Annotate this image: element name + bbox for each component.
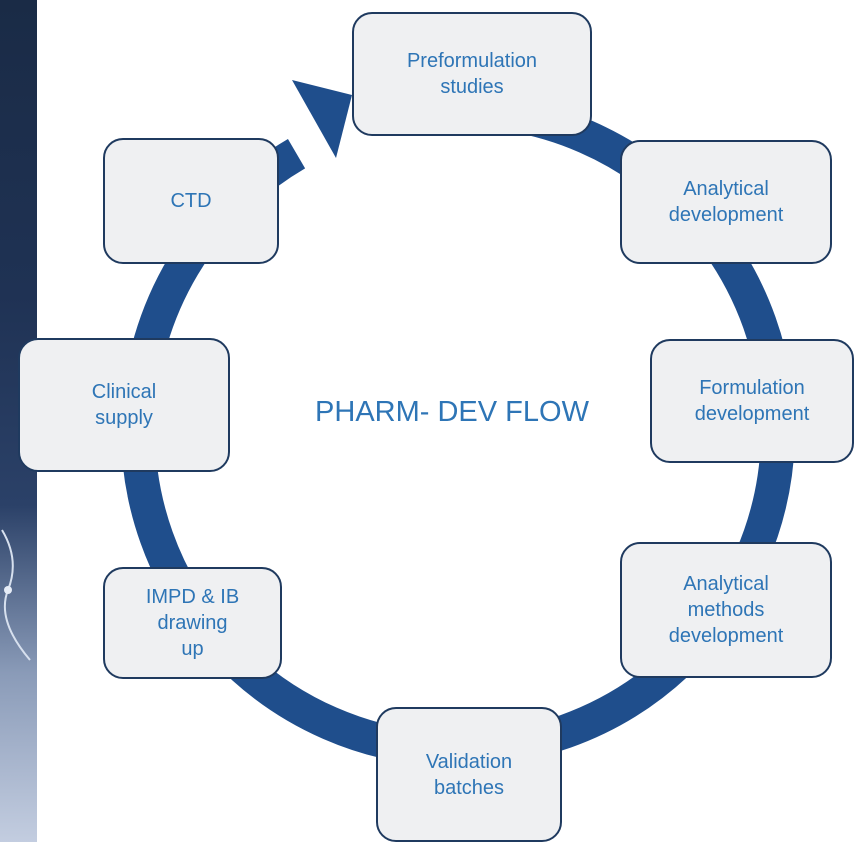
step-impd-ib-drawing-up: IMPD & IB drawing up xyxy=(103,567,282,679)
ring-arrow-head xyxy=(292,80,352,158)
step-preformulation-studies: Preformulation studies xyxy=(352,12,592,136)
step-analytical-development: Analytical development xyxy=(620,140,832,264)
step-ctd: CTD xyxy=(103,138,279,264)
step-analytical-methods-development: Analytical methods development xyxy=(620,542,832,678)
diagram-title: PHARM- DEV FLOW xyxy=(315,396,589,428)
step-clinical-supply: Clinical supply xyxy=(18,338,230,472)
step-validation-batches: Validation batches xyxy=(376,707,562,842)
skeleton-wire-graphic xyxy=(1,529,31,661)
step-formulation-development: Formulation development xyxy=(650,339,854,463)
